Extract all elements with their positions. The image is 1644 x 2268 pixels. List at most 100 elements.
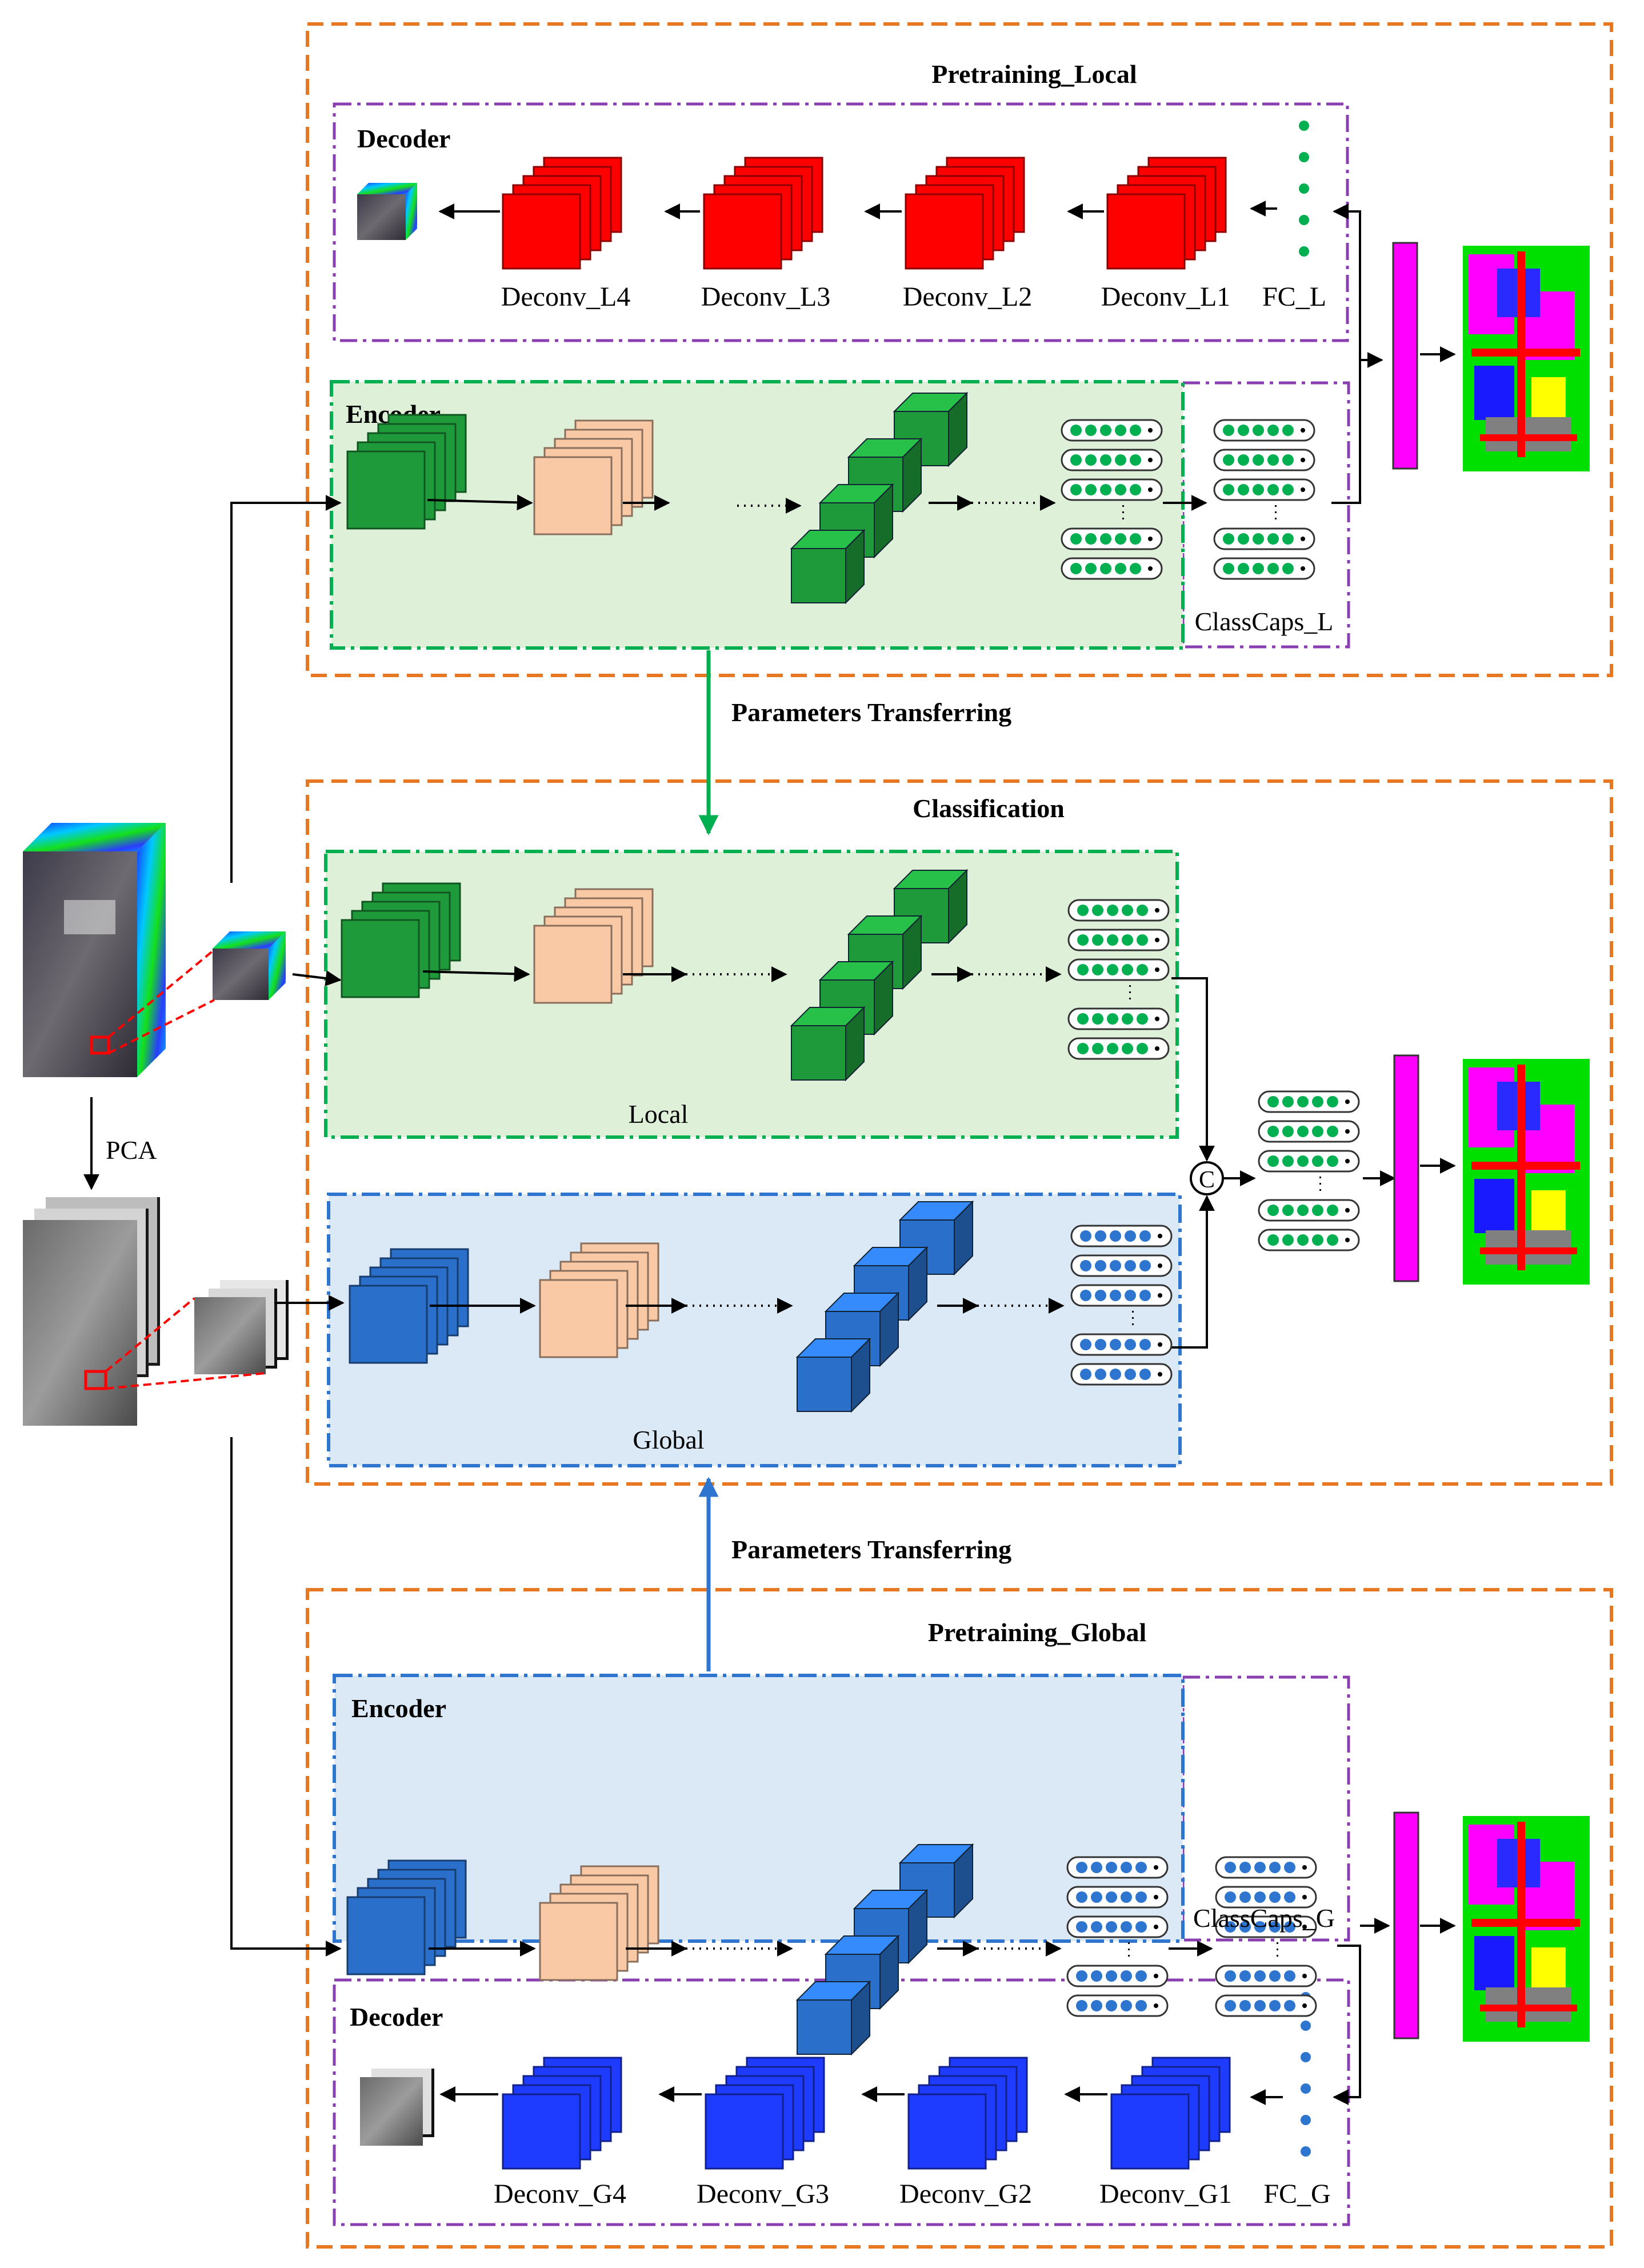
fc-l-neuron: [1299, 246, 1309, 257]
cls-local-caps-sep: [1155, 938, 1159, 942]
global-primary-caps-dot: [1106, 1970, 1117, 1982]
deconv-l3-label: Deconv_L3: [701, 282, 831, 312]
local-class-caps-dot: [1282, 484, 1294, 495]
fused-caps-dot: [1282, 1234, 1294, 1246]
deconv-g3-label: Deconv_G3: [697, 2179, 829, 2209]
cls-local-caps-dot: [1077, 1013, 1089, 1025]
fc-g-neuron: [1301, 2115, 1311, 2125]
global-primary-caps-sep: [1154, 1865, 1158, 1870]
cls-global-caps-sep: [1158, 1263, 1162, 1268]
local-class-caps-dot: [1223, 563, 1234, 574]
fused-classification-map: [1463, 1059, 1590, 1285]
pca-zoom-line-top: [105, 1297, 195, 1373]
global-class-caps-dot: [1269, 1970, 1281, 1982]
classification-frame: [306, 779, 1613, 1486]
local-branch-frame: [324, 850, 1179, 1139]
cls-local-caps-sep: [1155, 908, 1159, 913]
global-primary-caps-dot: [1135, 1970, 1147, 1982]
local-encoder-conv1: [346, 414, 467, 530]
global-class-caps-dot: [1284, 2000, 1295, 2011]
cls-local-caps-dot: [1137, 964, 1148, 975]
local-recon-front: [357, 194, 406, 240]
cls-local-caps-dot: [1092, 934, 1103, 946]
global-decoder-label: Decoder: [350, 2002, 443, 2031]
local-decoder-frame: [333, 102, 1349, 342]
global-primary-caps-dot: [1091, 1970, 1102, 1982]
fc-g-neuron: [1301, 2052, 1311, 2062]
fused-caps-sep: [1345, 1159, 1350, 1163]
fused-caps-dot: [1312, 1234, 1323, 1246]
local-primary-caps-dot: [1130, 563, 1141, 574]
fused-caps-dot: [1297, 1096, 1309, 1107]
local-class-caps-dot: [1267, 563, 1279, 574]
global-class-caps-dot: [1225, 1891, 1236, 1903]
local-recon-side: [406, 183, 417, 240]
deconv-l1-block-layer: [1106, 193, 1186, 270]
cls-local-caps-dot: [1077, 1043, 1089, 1054]
global-class-caps-sep: [1302, 1974, 1307, 1978]
global-class-caps-sep: [1302, 1865, 1307, 1870]
cls-local-caps-dot: [1137, 1013, 1148, 1025]
cls-local-caps-dot: [1077, 964, 1089, 975]
global-class-caps-dot: [1225, 1970, 1236, 1982]
cls-global-cubes-cube-1: [795, 1337, 871, 1413]
fused-caps-sep: [1345, 1129, 1350, 1134]
global-primary-caps-dot: [1106, 1921, 1117, 1933]
pretraining-global-frame: [306, 1588, 1613, 2249]
global-class-caps-sep: [1302, 1925, 1307, 1929]
global-branch-frame: [327, 1193, 1182, 1467]
global-encoder-cubes-cube-1: [795, 1980, 871, 2056]
local-primary-caps-sep: [1148, 428, 1153, 433]
classification-title: Classification: [913, 794, 1065, 823]
global-magenta-bar: [1393, 1811, 1419, 2039]
fused-caps-dot: [1297, 1205, 1309, 1216]
fused-caps: [1258, 1090, 1360, 1251]
cls-global-caps-dot: [1095, 1230, 1106, 1242]
global-primary-caps-dot: [1135, 1891, 1147, 1903]
cls-local-cubes-cube-1-front: [791, 1025, 846, 1081]
local-encoder-cubes-cube-1-front: [791, 548, 846, 603]
local-primary-caps-dot: [1100, 563, 1111, 574]
local-primary-caps-dot: [1115, 533, 1126, 545]
cls-global-caps-sep: [1158, 1293, 1162, 1298]
deconv-g3-block-layer: [705, 2093, 784, 2170]
local-classification-map-road-3: [1480, 434, 1577, 441]
global-primary-caps-dot: [1106, 1862, 1117, 1873]
global-class-caps-dot: [1239, 2000, 1251, 2011]
cls-global-caps-dot: [1110, 1369, 1121, 1380]
cls-local-conv1-layer: [341, 919, 420, 998]
fused-classification-map-road-3: [1480, 1247, 1577, 1254]
global-classification-map-road-1: [1471, 1919, 1580, 1927]
global-class-caps-dot: [1239, 1891, 1251, 1903]
cls-local-caps-dot: [1122, 1043, 1133, 1054]
deconv-l4-block-layer: [502, 193, 581, 270]
deconv-g2-block: [907, 2057, 1028, 2170]
fused-caps-sep: [1345, 1099, 1350, 1104]
local-primary-caps-dot: [1085, 563, 1097, 574]
deconv-l1-block: [1106, 157, 1227, 270]
concat-symbol-letter: C: [1199, 1167, 1215, 1193]
local-encoder-frame: [330, 380, 1185, 650]
pretraining-global-title: Pretraining_Global: [928, 1618, 1147, 1647]
global-class-caps-dot: [1284, 1891, 1295, 1903]
local-primary-caps-dot: [1115, 425, 1126, 436]
cls-local-caps-dot: [1137, 934, 1148, 946]
local-encoder-cubes-cube-1: [790, 529, 866, 605]
fc-l-neuron: [1299, 215, 1309, 225]
local-primary-caps-dot: [1130, 454, 1141, 466]
fc-l-neuron: [1299, 121, 1309, 131]
deconv-l3-block-layer: [703, 193, 782, 270]
local-primary-caps-dot: [1085, 454, 1097, 466]
global-encoder-conv2: [539, 1865, 659, 1981]
local-class-caps-dot: [1267, 454, 1279, 466]
concat-symbol: [1190, 1161, 1224, 1195]
cls-global-caps-dot: [1095, 1290, 1106, 1301]
deconv-l4-block: [502, 157, 622, 270]
global-classification-map: [1463, 1816, 1590, 2042]
global-branch-label: Global: [633, 1425, 704, 1454]
local-class-caps-dot: [1223, 533, 1234, 545]
cls-global-caps-dot: [1125, 1339, 1136, 1350]
fused-caps-dot: [1297, 1155, 1309, 1167]
local-primary-caps: [1061, 419, 1163, 580]
global-class-caps-dot: [1239, 1862, 1251, 1873]
